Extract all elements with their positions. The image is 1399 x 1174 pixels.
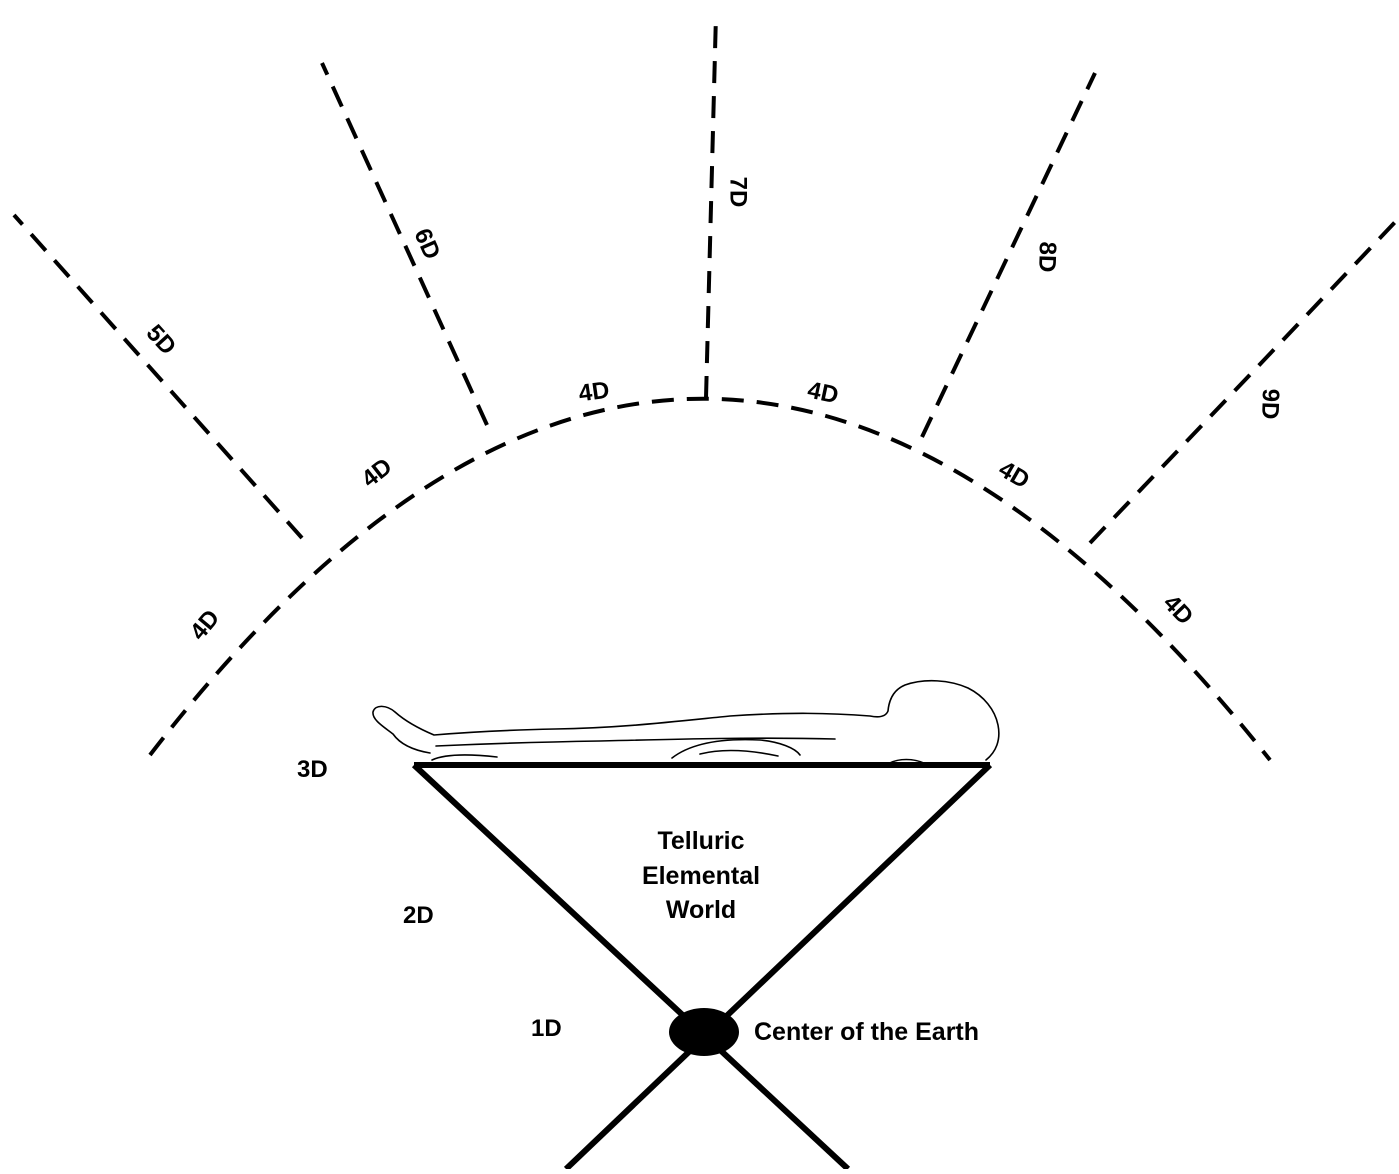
triangle-text-line-3: World — [666, 896, 736, 924]
arc-label-4d: 4D — [1158, 590, 1199, 631]
ray-5d — [12, 213, 304, 540]
arc-label-4d: 4D — [185, 605, 225, 646]
triangle-text-line-2: Elemental — [642, 862, 760, 890]
arc-label-4d: 4D — [994, 456, 1034, 495]
triangle-text-line-1: Telluric — [657, 827, 744, 855]
ray-label-6d: 6D — [408, 224, 445, 263]
ray-label-8d: 8D — [1033, 241, 1061, 273]
earth-center-dot — [669, 1008, 739, 1056]
label-1d: 1D — [531, 1015, 562, 1042]
ray-7d — [704, 13, 718, 399]
ray-label-7d: 7D — [725, 177, 752, 208]
arc-label-4d: 4D — [577, 376, 611, 407]
ray-label-5d: 5D — [141, 320, 182, 361]
arc-label-4d: 4D — [805, 377, 841, 410]
ray-8d — [920, 72, 1097, 438]
ray-6d — [320, 62, 489, 426]
triangle-left-edge — [411, 762, 851, 1172]
arc-label-4d: 4D — [357, 453, 398, 493]
label-2d: 2D — [403, 902, 434, 929]
ray-9d — [1088, 216, 1399, 545]
reclining-figure-icon — [372, 679, 1000, 765]
triangle-right-edge — [563, 762, 993, 1172]
label-3d: 3D — [297, 756, 328, 783]
ray-label-9d: 9D — [1256, 388, 1284, 420]
center-of-earth-label: Center of the Earth — [754, 1018, 979, 1046]
4d-arc — [148, 396, 1272, 762]
